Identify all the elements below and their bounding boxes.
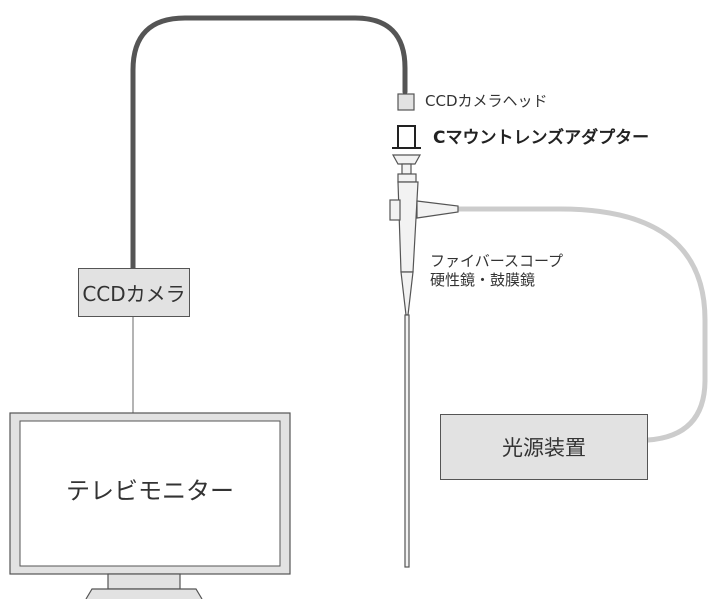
tv-monitor-label: テレビモニター [66, 477, 234, 505]
c-mount-adapter-icon [392, 125, 421, 149]
tv-monitor-shape [9, 412, 291, 599]
video-cable [130, 15, 408, 271]
rigid-scope-label: 硬性鏡・鼓膜鏡 [430, 271, 536, 289]
endoscope-shape [389, 154, 459, 568]
fiberscope-label: ファイバースコープ [430, 252, 564, 270]
ccd-camera-head-shape [397, 93, 415, 111]
ccd-camera-label: CCDカメラ [82, 282, 186, 306]
c-mount-adapter-label: Cマウントレンズアダプター [433, 128, 650, 148]
light-source-box: 光源装置 [440, 414, 648, 480]
light-guide-cable [455, 206, 708, 443]
ccd-camera-head-label: CCDカメラヘッド [425, 92, 548, 110]
light-source-label: 光源装置 [502, 436, 586, 460]
ccd-camera-box: CCDカメラ [78, 268, 190, 317]
